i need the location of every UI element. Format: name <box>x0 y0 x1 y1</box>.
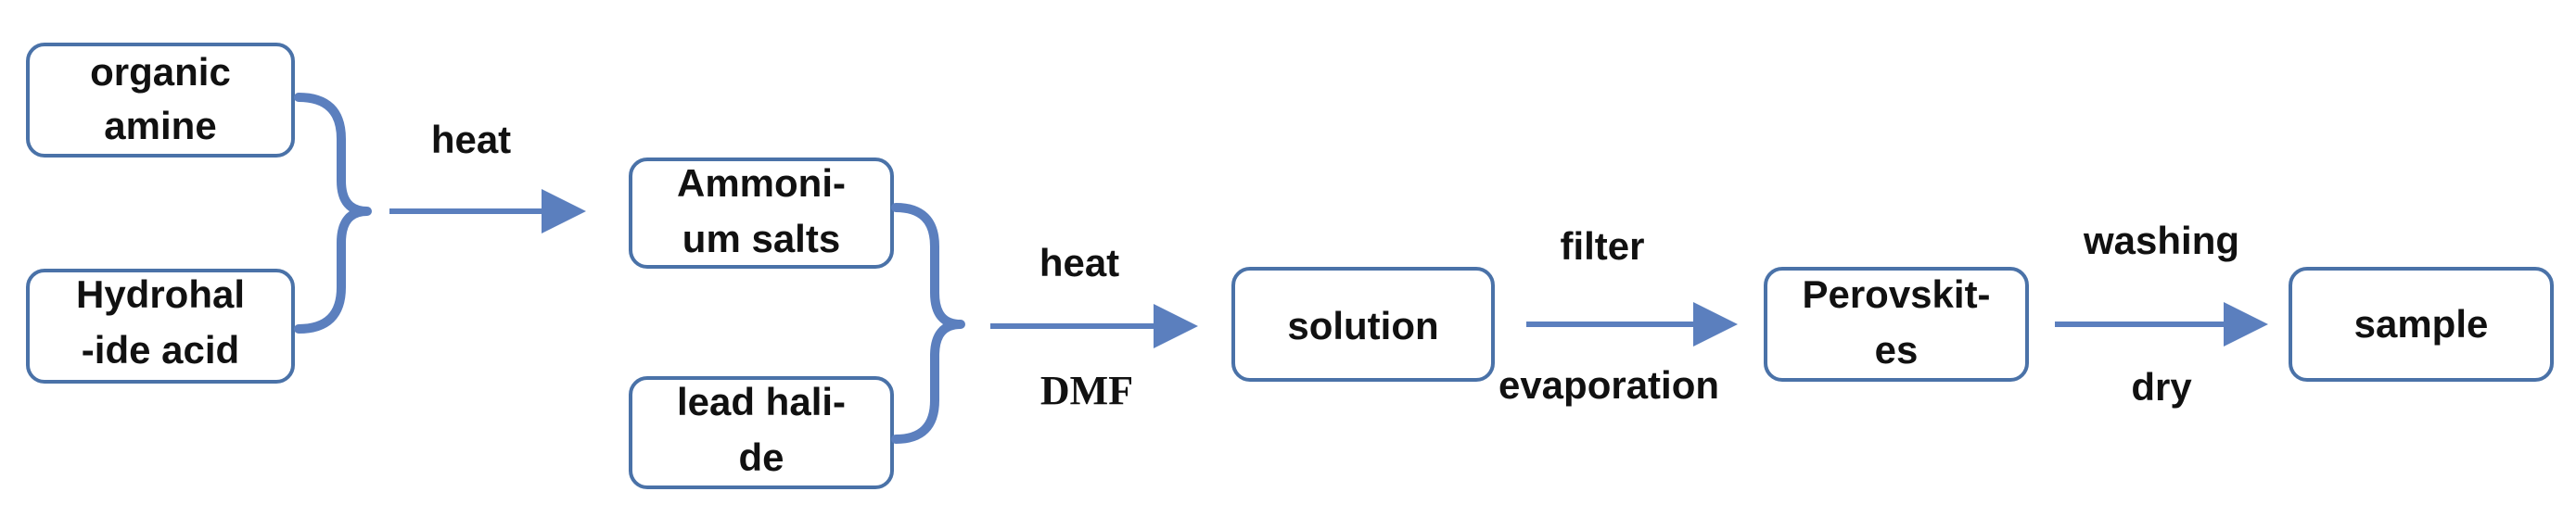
box-solution-label: solution <box>1287 304 1438 347</box>
box-solution: solution <box>1231 267 1495 382</box>
box-perovskites-line1: Perovskit- <box>1802 272 1990 316</box>
box-lead-halide-line1: lead hali- <box>677 380 846 423</box>
box-perovskites: Perovskit- es <box>1764 267 2029 382</box>
box-sample: sample <box>2289 267 2554 382</box>
box-hydrohalide-acid: Hydrohal -ide acid <box>26 269 295 384</box>
arrow-washing-label: washing <box>2083 219 2239 262</box>
box-hydrohalide-acid-line1: Hydrohal <box>76 272 245 316</box>
box-organic-amine-line2: amine <box>104 104 216 147</box>
box-lead-halide-line2: de <box>738 435 784 479</box>
box-ammonium-salts-line2: um salts <box>682 217 840 260</box>
box-lead-halide: lead hali- de <box>629 376 894 489</box>
arrow-evaporation-label: evaporation <box>1498 363 1719 407</box>
box-ammonium-salts: Ammoni- um salts <box>629 158 894 269</box>
brace-middle <box>891 203 965 444</box>
box-sample-label: sample <box>2354 302 2489 346</box>
box-ammonium-salts-line1: Ammoni- <box>677 161 846 205</box>
arrow-heat-2-label: heat <box>1039 241 1119 284</box>
arrow-filter-label: filter <box>1560 224 1644 268</box>
box-organic-amine-line1: organic <box>90 50 231 94</box>
brace-left <box>294 93 372 334</box>
box-perovskites-line2: es <box>1875 328 1919 372</box>
arrow-heat-1-label: heat <box>431 118 511 161</box>
box-organic-amine: organic amine <box>26 43 295 158</box>
box-hydrohalide-acid-line2: -ide acid <box>82 328 239 372</box>
arrow-dmf-label: DMF <box>1040 368 1133 413</box>
arrow-dry-label: dry <box>2131 365 2192 409</box>
